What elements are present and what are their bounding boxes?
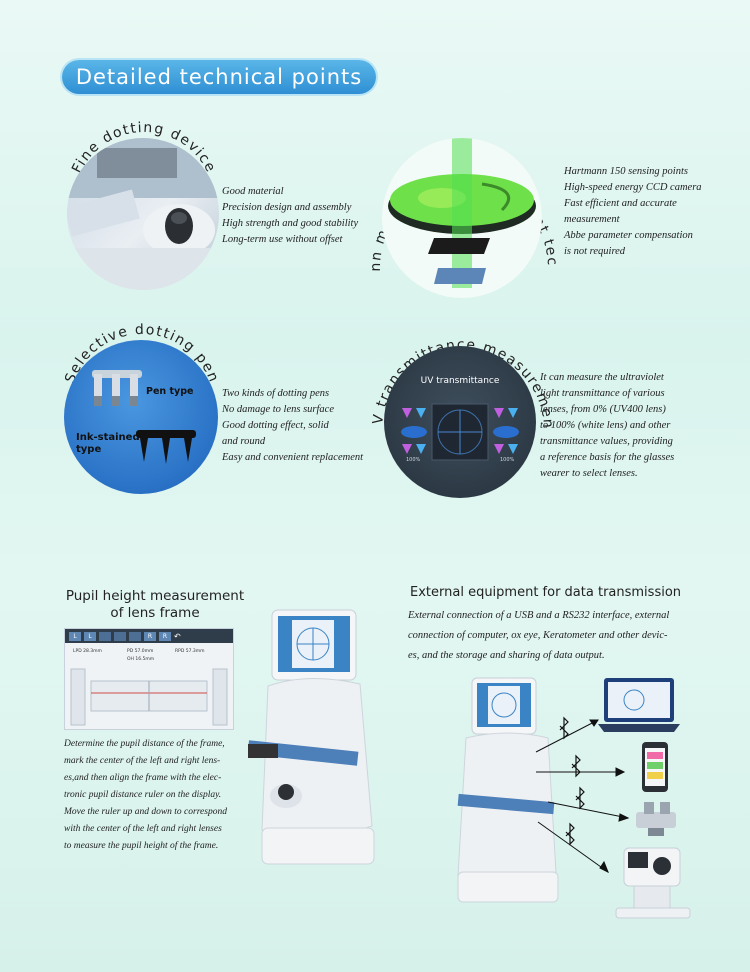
list-item: No damage to lens surface	[222, 404, 334, 415]
fine-dotting-device-image	[67, 138, 219, 290]
list-item: Good dotting effect, solid	[222, 420, 329, 431]
para-line: tronic pupil distance ruler on the displ…	[64, 790, 222, 800]
toolbar-left-button[interactable]: L	[84, 631, 96, 641]
list-item: High-speed energy CCD camera	[564, 182, 702, 193]
external-description: External connection of a USB and a RS232…	[408, 606, 728, 666]
uv-left-percent: 100%	[406, 457, 421, 463]
back-arrow-icon[interactable]: ↶	[174, 631, 181, 641]
list-item: Hartmann 150 sensing points	[564, 166, 688, 177]
hartmann-lens-illustration	[388, 138, 536, 288]
para-line: It can measure the ultraviolet	[540, 372, 664, 383]
lensmeter-device-image	[248, 609, 375, 865]
uv-right-percent: 100%	[500, 457, 515, 463]
ink-stained-label: Ink-stained type	[76, 432, 140, 455]
selective-pen-points: Two kinds of dotting pens No damage to l…	[222, 386, 382, 466]
para-line: wearer to select lenses.	[540, 468, 638, 479]
para-line: connection of computer, ox eye, Keratome…	[408, 630, 668, 641]
oh-reading: OH 16.5mm	[127, 657, 155, 662]
list-item: Long-term use without offset	[222, 234, 343, 245]
list-item: and round	[222, 436, 266, 447]
fine-dotting-points: Good material Precision design and assem…	[222, 184, 372, 248]
para-line: es, and the storage and sharing of data …	[408, 650, 605, 661]
para-line: Determine the pupil distance of the fram…	[64, 739, 225, 749]
list-item: Easy and convenient replacement	[222, 452, 364, 463]
phone-icon	[642, 742, 668, 792]
pupil-description: Determine the pupil distance of the fram…	[64, 736, 244, 855]
toolbar-blank-button[interactable]	[129, 631, 141, 641]
toolbar-blank-button[interactable]	[99, 631, 111, 641]
hartmann-points: Hartmann 150 sensing points High-speed e…	[564, 164, 734, 260]
para-line: Move the ruler up and down to correspond	[64, 807, 227, 817]
toolbar-right-button[interactable]: R	[159, 631, 171, 641]
pupil-screen: L L R R ↶ LPD 28.3mm PD 57.0mm RPD 57.3m…	[64, 628, 234, 730]
para-line: to measure the pupil height of the frame…	[64, 841, 219, 851]
toolbar-left-button[interactable]: L	[69, 631, 81, 641]
list-item: is not required	[564, 246, 626, 257]
external-section-title: External equipment for data transmission	[410, 585, 682, 600]
uv-transmittance-image: UV transmittance 100% 100%	[384, 346, 536, 498]
lpd-reading: LPD 28.3mm	[73, 649, 102, 654]
list-item: Fast efficient and accurate	[564, 198, 677, 209]
uv-inner-title: UV transmittance	[420, 376, 500, 386]
para-line: a reference basis for the glasses	[540, 452, 675, 463]
list-item: measurement	[564, 214, 620, 225]
list-item: Good material	[222, 186, 284, 197]
list-item: Two kinds of dotting pens	[222, 388, 330, 399]
pen-type-label: Pen type	[146, 386, 194, 397]
uv-diagram	[401, 403, 519, 461]
list-item: Abbe parameter compensation	[564, 230, 693, 241]
list-item: Precision design and assembly	[222, 202, 352, 213]
pd-ruler[interactable]	[65, 665, 233, 729]
ox-eye-icon	[615, 847, 691, 919]
pupil-section-title: Pupil height measurement of lens frame	[65, 588, 245, 621]
toolbar-blank-button[interactable]	[114, 631, 126, 641]
para-line: transmittance values, providing	[540, 436, 673, 447]
rpd-reading: RPD 57.3mm	[175, 649, 205, 654]
para-line: mark the center of the left and right le…	[64, 756, 221, 766]
para-line: External connection of a USB and a RS232…	[408, 610, 670, 621]
bluetooth-icon	[559, 716, 585, 846]
selective-pen-image: Pen type Ink-stained type	[64, 340, 218, 494]
para-line: es,and then align the frame with the ele…	[64, 773, 222, 783]
para-line: light transmittance of various	[540, 388, 665, 399]
para-line: lenses, from 0% (UV400 lens)	[540, 404, 666, 415]
list-item: High strength and good stability	[222, 218, 359, 229]
pens-illustration	[92, 370, 196, 464]
hartmann-image	[382, 138, 542, 298]
data-transmission-diagram	[457, 677, 691, 919]
keratometer-icon	[636, 802, 676, 836]
pd-reading: PD 57.0mm	[127, 649, 154, 654]
uv-description: It can measure the ultraviolet light tra…	[540, 370, 710, 482]
dotting-device-illustration	[67, 138, 219, 290]
section-title-badge: Detailed technical points	[62, 60, 376, 94]
screen-toolbar: L L R R ↶	[65, 629, 233, 643]
lensmeter-small-image	[457, 677, 559, 903]
para-line: to 100% (white lens) and other	[540, 420, 671, 431]
para-line: with the center of the left and right le…	[64, 824, 222, 834]
laptop-icon	[598, 678, 680, 732]
toolbar-right-button[interactable]: R	[144, 631, 156, 641]
